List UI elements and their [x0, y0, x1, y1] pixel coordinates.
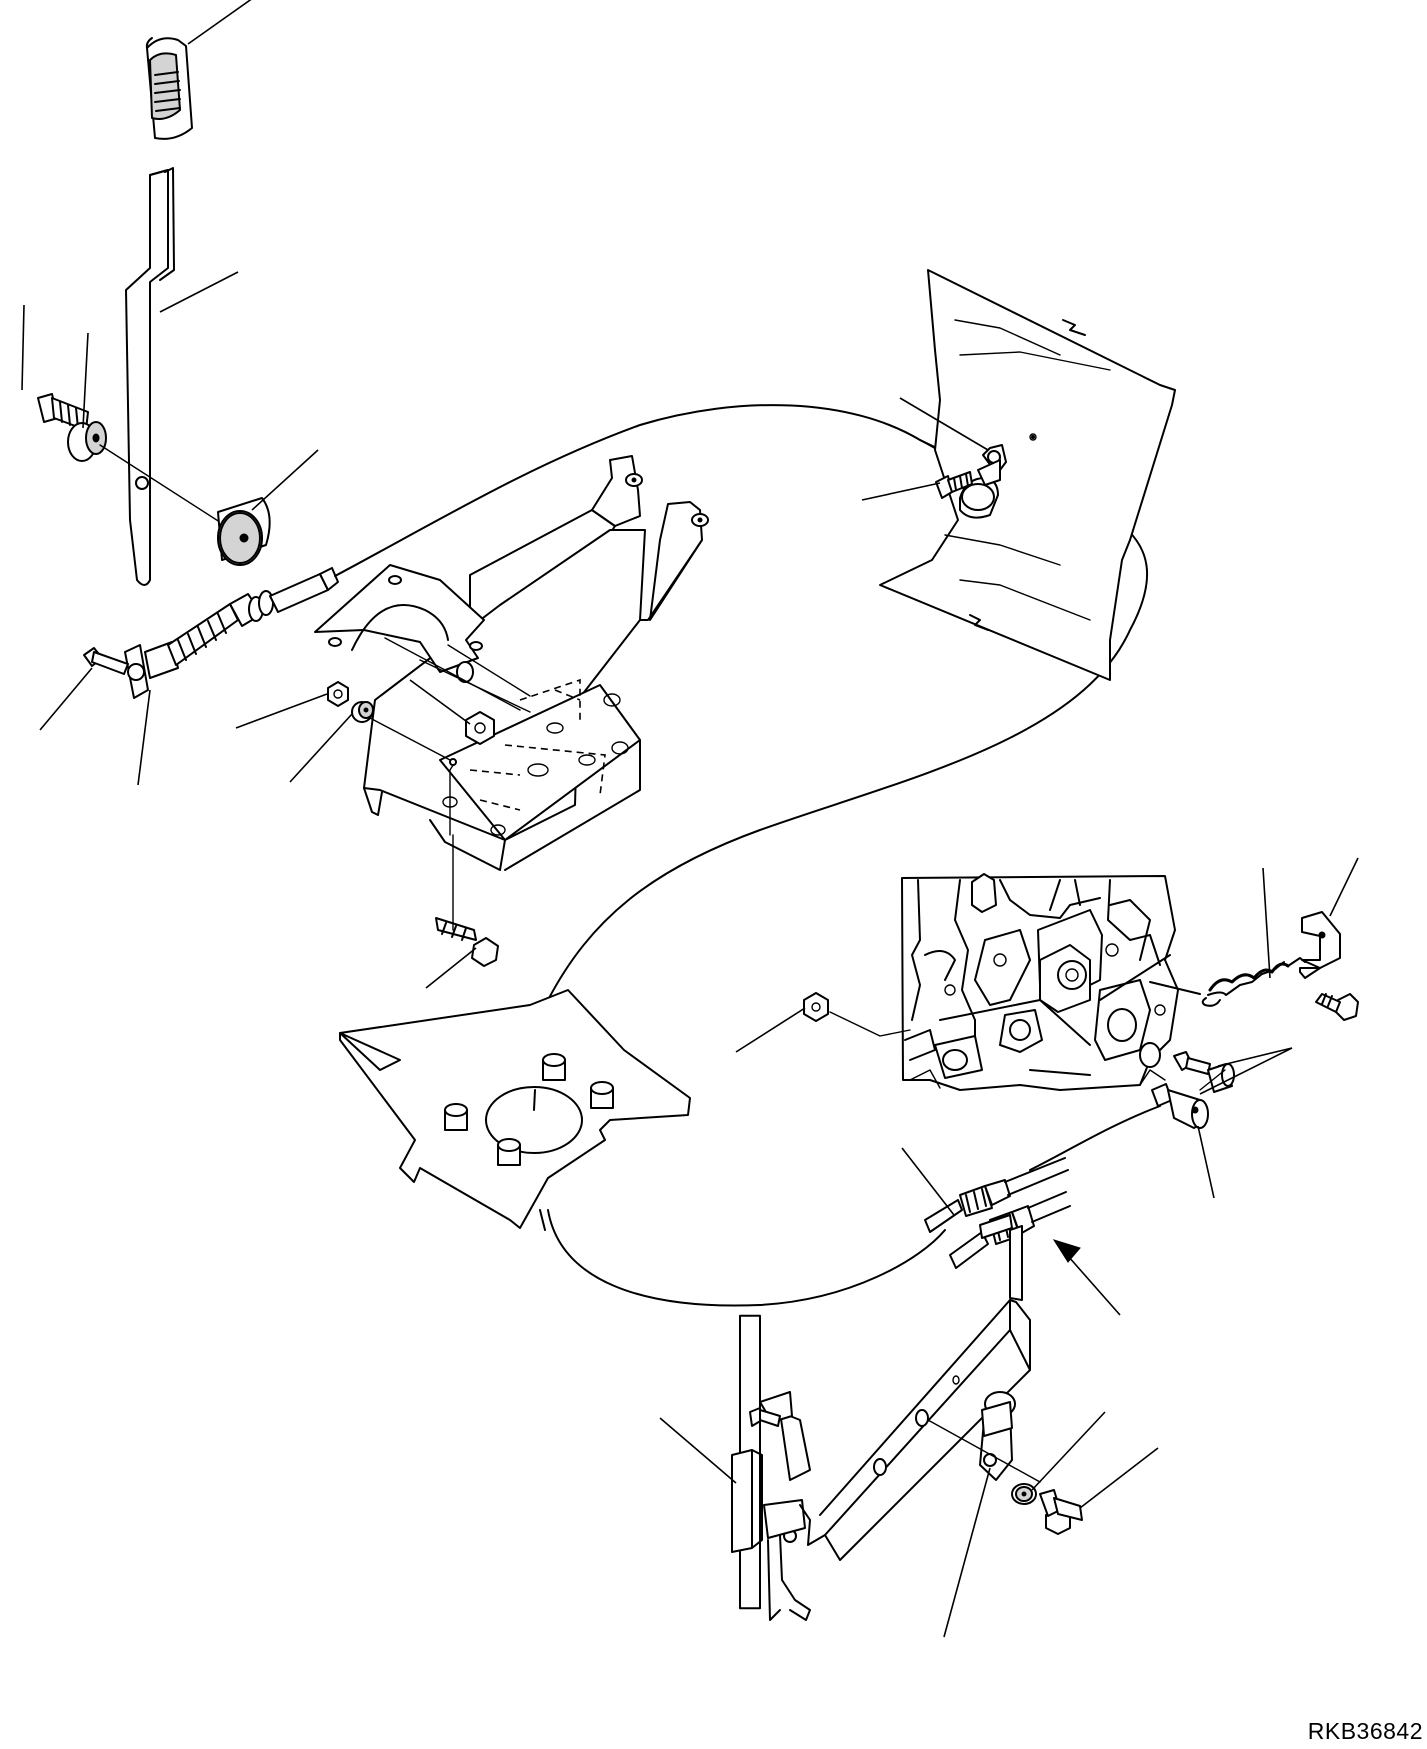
return-spring: [1150, 958, 1305, 1006]
rubber-spacer: [218, 498, 270, 565]
cable-bracket-plate: [315, 565, 520, 710]
plate-stud: [498, 1139, 520, 1165]
cable-end-fitting: [125, 568, 338, 698]
bracket-nut: [328, 682, 348, 706]
bracket-washer: [352, 702, 373, 722]
plate-stud: [543, 1054, 565, 1080]
bracket-clamp-stud: [750, 1408, 780, 1426]
lever-knob: [147, 38, 192, 139]
engine-governor-detail: [902, 874, 1178, 1090]
direction-arrow: [1054, 1240, 1120, 1315]
lever-mount-bracket: [364, 456, 708, 870]
plate-stud: [591, 1082, 613, 1108]
governor-cable-end: [925, 1106, 1160, 1232]
clamp-bolt-small: [1174, 1052, 1210, 1074]
drawing-reference-code: RKB36842: [1307, 1718, 1423, 1744]
engine-panel: [880, 270, 1175, 680]
clip-bolt-lower: [1040, 1490, 1082, 1534]
assembly-axis: [100, 445, 240, 535]
throttle-link-bracket: [732, 1215, 1030, 1620]
spring-bracket-bolt: [1316, 994, 1358, 1020]
clip-screw-upper: [936, 472, 972, 498]
control-lever-arm: [126, 168, 174, 585]
lever-washer: [68, 422, 106, 461]
cable-swivel: [1152, 1070, 1225, 1128]
plate-stud: [445, 1104, 467, 1130]
cable-clip-lower: [928, 1392, 1040, 1482]
governor-nut: [804, 993, 828, 1021]
bracket-mounting-bolt: [436, 918, 498, 966]
leader-lines: [22, 0, 1358, 1637]
cable-clip-upper: [960, 434, 1036, 518]
mount-nut: [466, 712, 494, 744]
floor-plate: [340, 990, 690, 1228]
clevis-pin: [84, 648, 128, 674]
clip-washer-lower: [1012, 1484, 1036, 1504]
spring-bracket: [1300, 912, 1340, 978]
throttle-cable-lower: [548, 1210, 945, 1306]
throttle-cable: [335, 405, 1147, 1110]
